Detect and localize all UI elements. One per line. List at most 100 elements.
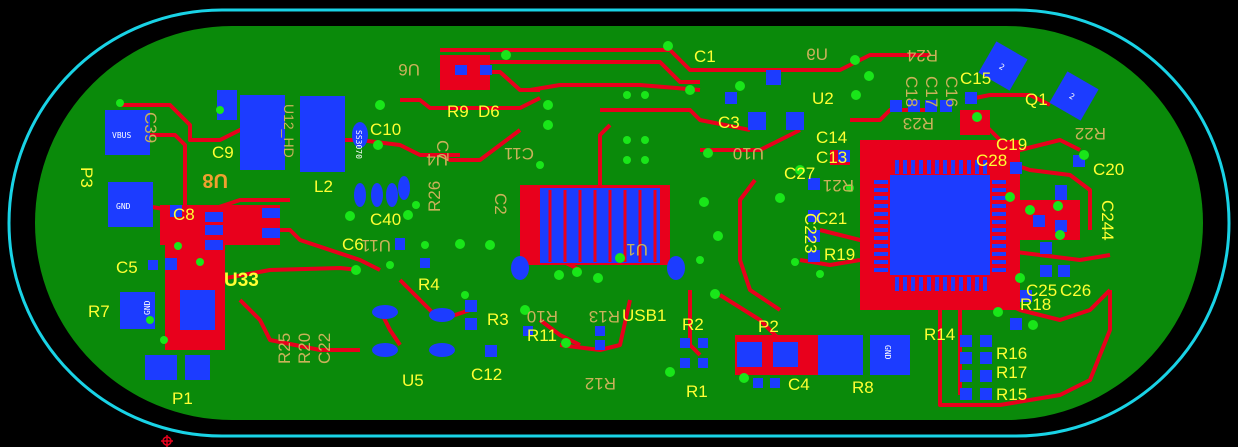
r8-pad-a [818, 335, 863, 375]
label-c25: C25 [1026, 281, 1057, 300]
label-c14: C14 [816, 128, 847, 147]
label-c17: C17 [922, 76, 941, 107]
p2-pad-a [737, 342, 762, 367]
label-c7: C7 [433, 140, 452, 162]
label-c40: C40 [370, 210, 401, 229]
label-c244: C244 [1098, 200, 1117, 241]
label-c9: C9 [212, 143, 234, 162]
label-u9: U9 [806, 45, 828, 64]
c9-pad-a [217, 90, 237, 120]
label-c39: C39 [141, 112, 160, 143]
mcu-pins [874, 160, 1006, 291]
p2-pad-b [773, 342, 798, 367]
r7-gnd-text: GND [143, 300, 152, 315]
label-u6: U6 [398, 60, 420, 79]
label-c15: C15 [960, 69, 991, 88]
label-r15: R15 [996, 385, 1027, 404]
label-c6: C6 [342, 235, 364, 254]
label-p1: P1 [172, 389, 193, 408]
label-r2: R2 [682, 315, 704, 334]
label-r10: R10 [527, 307, 558, 326]
label-c26: C26 [1060, 281, 1091, 300]
l2-body [300, 96, 345, 172]
label-r19: R19 [824, 245, 855, 264]
label-c21: C21 [816, 209, 847, 228]
label-r24: R24 [907, 46, 938, 65]
q1-pad-label: 2 [997, 62, 1006, 72]
label-u10: U10 [733, 144, 764, 163]
label-c11: C11 [504, 144, 534, 163]
label-r9: R9 [447, 102, 469, 121]
label-r16: R16 [996, 344, 1027, 363]
label-c5: C5 [116, 258, 138, 277]
u12-value-text: U12_HD [281, 104, 297, 158]
vias [116, 41, 1089, 383]
label-c223: C223 [801, 213, 820, 254]
q1-crystal: 2 2 [978, 41, 1099, 121]
label-c10: C10 [370, 120, 401, 139]
p1-pad-b [185, 355, 210, 380]
silkscreen-top: C1 U2 C3 C14 C13 C27 C21 C223 R19 C15 Q1… [77, 47, 1124, 408]
label-u5: U5 [402, 371, 424, 390]
label-r25: R25 [275, 333, 294, 364]
q1-pad-label-b: 2 [1068, 91, 1077, 101]
r8-gnd-text: GND [883, 345, 892, 360]
r8-gnd-pad [870, 335, 910, 375]
u33-pad [180, 290, 215, 330]
label-r8: R8 [852, 378, 874, 397]
label-r1: R1 [686, 382, 708, 401]
label-c16: C16 [942, 76, 961, 107]
label-r22: R22 [1075, 124, 1106, 143]
label-c28: C28 [976, 151, 1007, 170]
p3-vbus-pad [105, 110, 150, 155]
label-u2: U2 [812, 89, 834, 108]
label-r3: R3 [487, 310, 509, 329]
label-p2: P2 [758, 317, 779, 336]
label-r21: R21 [823, 176, 854, 195]
label-r13: R13 [589, 307, 620, 326]
label-usb1: USB1 [622, 306, 666, 325]
label-r23: R23 [903, 114, 934, 133]
label-r26: R26 [425, 181, 444, 212]
p3-gnd-text: GND [116, 202, 131, 211]
label-r4: R4 [418, 275, 440, 294]
label-c2: C2 [491, 193, 510, 215]
label-c27: C27 [784, 164, 815, 183]
label-u33: U33 [224, 270, 259, 291]
l2-value-text: SS3070 [354, 130, 363, 159]
c3-pad [748, 112, 766, 130]
label-r20: R20 [295, 333, 314, 364]
p1-pad-a [145, 355, 177, 380]
label-c19: C19 [996, 135, 1027, 154]
label-c12: C12 [471, 365, 502, 384]
label-c13: C13 [816, 148, 847, 167]
label-r7: R7 [88, 302, 110, 321]
label-c18: C18 [902, 76, 921, 107]
label-l2: L2 [314, 177, 333, 196]
u9-pad [766, 70, 781, 85]
mcu-body [890, 175, 990, 275]
p3-gnd-pad [108, 182, 153, 227]
label-r17: R17 [996, 363, 1027, 382]
label-p3: P3 [77, 167, 96, 188]
silkscreen-bottom: U9 R24 C18 C17 C16 R23 R22 R21 U6 U10 C2… [141, 45, 1106, 393]
star-marker-icon [161, 435, 173, 447]
p3-vbus-text: VBUS [112, 131, 131, 140]
label-u11: U11 [361, 236, 391, 255]
label-u1: U1 [626, 240, 648, 259]
label-c3: C3 [718, 113, 740, 132]
label-u4: U4 [426, 150, 448, 169]
label-c4: C4 [788, 375, 810, 394]
label-q1: Q1 [1025, 90, 1048, 109]
label-c20: C20 [1093, 160, 1124, 179]
oval-pads [352, 122, 685, 357]
label-r18: R18 [1020, 295, 1051, 314]
label-c8: C8 [173, 205, 195, 224]
label-d6: D6 [478, 102, 500, 121]
bottom-copper-pads [105, 70, 1085, 380]
label-r14: R14 [924, 325, 955, 344]
label-r11: R11 [527, 326, 557, 345]
label-c1: C1 [694, 47, 716, 66]
label-r12: R12 [585, 374, 616, 393]
